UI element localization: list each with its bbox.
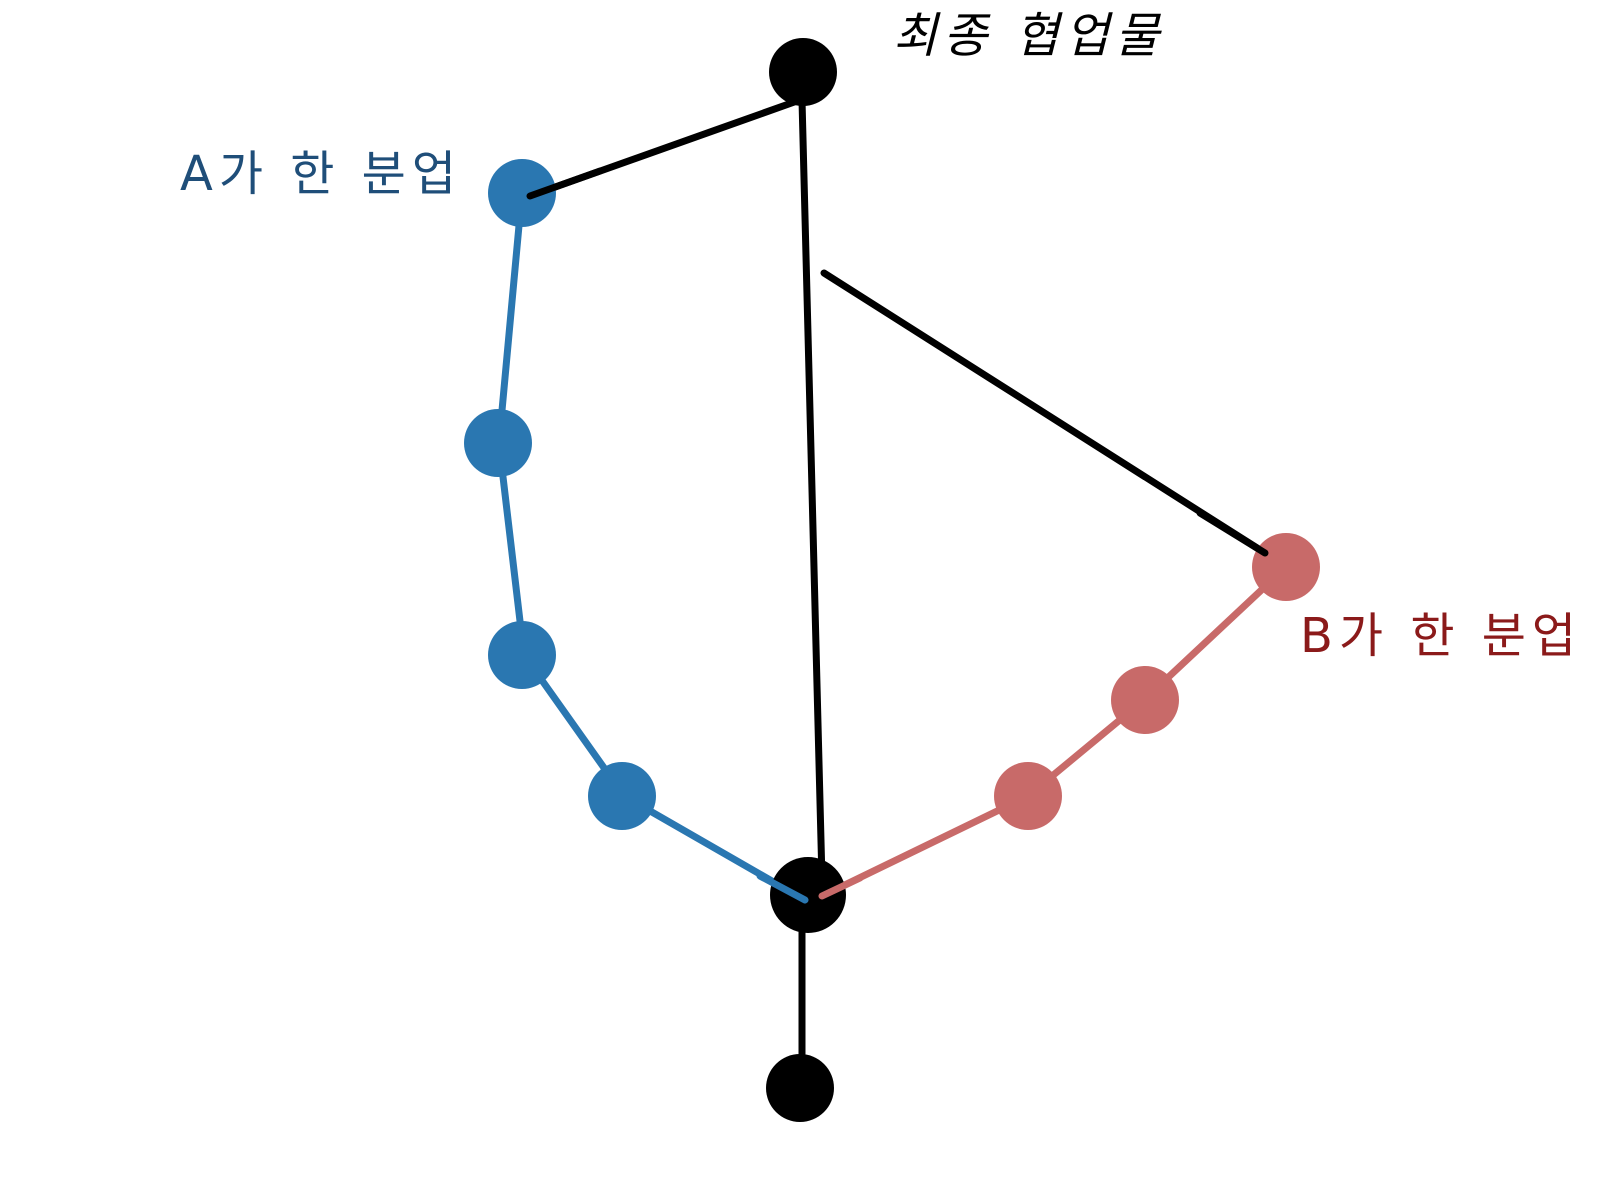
edges xyxy=(495,96,1290,1084)
base-node xyxy=(766,1054,834,1122)
overlay-edges xyxy=(526,167,1269,904)
final-output-node xyxy=(769,38,837,106)
branch-a-overlay xyxy=(756,872,809,904)
branch-a-node-1 xyxy=(588,762,656,830)
final-output-label: 최종 협업물 xyxy=(893,8,1166,64)
branch-a-node-4 xyxy=(488,159,556,227)
nodes xyxy=(464,38,1320,1122)
branch-b-edges xyxy=(818,563,1290,900)
branch-b-overlay xyxy=(818,874,864,900)
branch-a-node-3 xyxy=(464,409,532,477)
branch-point-node xyxy=(770,857,846,933)
branch-b-node-2 xyxy=(1111,666,1179,734)
branch-a-label: A가 한 분업 xyxy=(180,146,462,202)
branch-b-node-1 xyxy=(994,762,1062,830)
merge-edge-b-overlay xyxy=(1196,509,1269,557)
merge-edge-a-overlay xyxy=(526,167,604,200)
branch-b-node-3 xyxy=(1252,533,1320,601)
merge-edge-b-to-final xyxy=(820,269,1269,557)
branch-a-node-2 xyxy=(488,621,556,689)
trunk-edge-upper xyxy=(798,96,826,884)
branch-b-label: B가 한 분업 xyxy=(1300,608,1583,664)
